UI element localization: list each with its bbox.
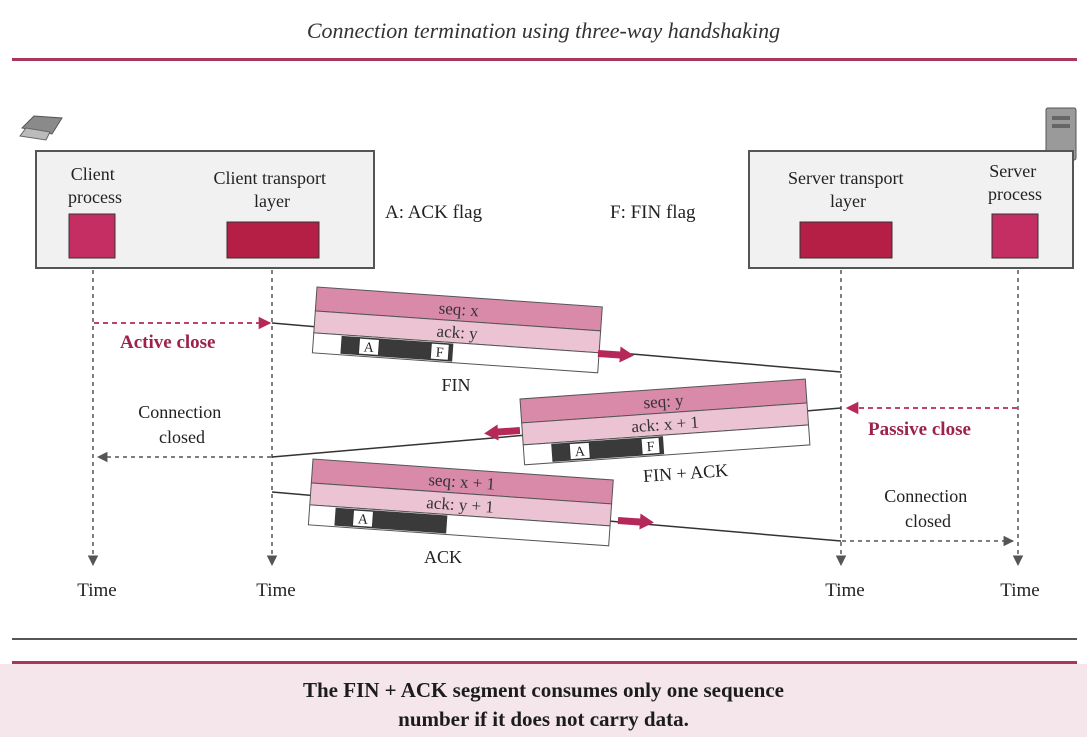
handshake-diagram: Client process Client transport layer Se… <box>19 107 1077 601</box>
legend-ack-flag: A: ACK flag <box>385 202 483 223</box>
server-transport-block <box>799 221 893 259</box>
client-process-block <box>68 213 116 259</box>
fin-segment: seq: x ack: y A F <box>311 286 603 374</box>
active-close-label: Active close <box>120 332 215 353</box>
client-process-label: Client process <box>68 164 122 207</box>
fin-ack-fin-flag: F <box>646 440 655 456</box>
fin-direction-arrow <box>597 346 634 363</box>
time-label-client-process: Time <box>77 580 116 601</box>
server-process-label: Server process <box>988 161 1042 204</box>
fin-ack-ack-flag: A <box>574 445 586 461</box>
note-text: The FIN + ACK segment consumes only one … <box>0 676 1087 734</box>
legend-fin-flag: F: FIN flag <box>610 202 696 223</box>
note-panel <box>0 664 1087 737</box>
client-transport-block <box>226 221 320 259</box>
fin-segment-label: FIN <box>441 375 470 395</box>
fin-ack-seq-text: seq: y <box>643 391 685 413</box>
client-connection-closed-label: Connection closed <box>138 402 226 447</box>
server-process-block <box>991 213 1039 259</box>
fin-ack-flag: A <box>363 340 375 356</box>
time-label-server-process: Time <box>1000 580 1039 601</box>
note-line-1: The FIN + ACK segment consumes only one … <box>303 678 784 702</box>
server-transport-label: Server transport layer <box>788 168 908 211</box>
ack-seq-text: seq: x + 1 <box>428 470 496 494</box>
fin-fin-flag: F <box>435 345 444 361</box>
ack-ack-text: ack: y + 1 <box>426 493 495 517</box>
note-top-rule <box>12 661 1077 664</box>
fin-ack-ack-text: ack: x + 1 <box>631 413 700 437</box>
fin-ack-direction-arrow <box>484 424 521 441</box>
time-label-client-transport: Time <box>256 580 295 601</box>
server-connection-closed-label: Connection closed <box>884 486 972 531</box>
diagram-title: Connection termination using three-way h… <box>306 18 781 43</box>
laptop-icon <box>19 115 63 141</box>
ack-segment: seq: x + 1 ack: y + 1 A <box>307 458 614 547</box>
passive-close-label: Passive close <box>868 419 971 440</box>
fin-seq-text: seq: x <box>438 299 480 321</box>
time-label-server-transport: Time <box>825 580 864 601</box>
ack-ack-flag: A <box>357 512 369 528</box>
fin-ack-segment-label: FIN + ACK <box>642 460 728 486</box>
fin-ack-text: ack: y <box>436 321 479 343</box>
note-line-2: number if it does not carry data. <box>398 707 689 731</box>
title-underline <box>12 58 1077 61</box>
client-transport-label: Client transport layer <box>214 168 331 211</box>
ack-direction-arrow <box>617 513 654 530</box>
fin-ack-segment: seq: y ack: x + 1 A F <box>519 378 811 466</box>
bottom-divider <box>12 638 1077 640</box>
ack-segment-label: ACK <box>424 547 462 567</box>
